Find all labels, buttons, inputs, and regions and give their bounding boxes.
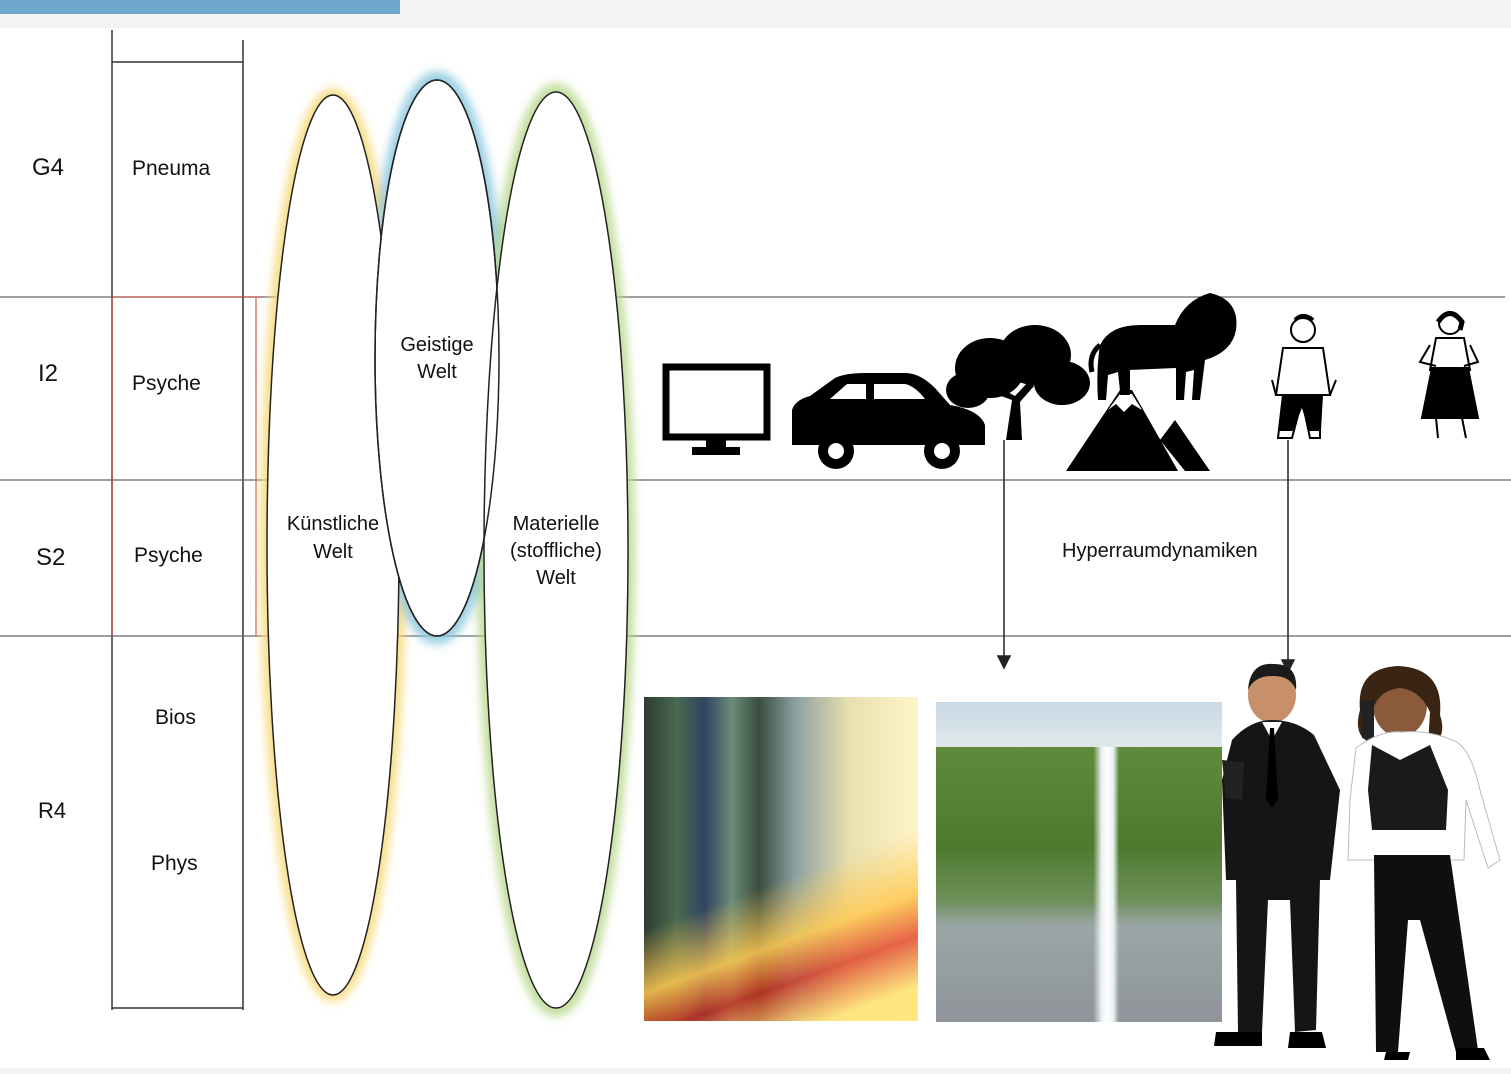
material-world-ellipse <box>483 91 629 1009</box>
mountain-icon <box>1066 365 1210 471</box>
business-people-illustration <box>1214 663 1501 1060</box>
material-world-line-3: Welt <box>536 567 576 589</box>
tree-icon <box>946 325 1090 440</box>
lion-icon <box>1088 293 1237 400</box>
artificial-world-label: Künstliche Welt <box>287 513 379 563</box>
woman-icon <box>1418 311 1480 439</box>
artificial-world-line-1: Künstliche <box>287 513 379 535</box>
material-world-line-1: Materielle <box>513 513 600 535</box>
layer-phys: Phys <box>151 852 198 875</box>
top-accent-bar <box>0 0 400 14</box>
artificial-world-line-2: Welt <box>313 541 353 563</box>
city-traffic-photo <box>644 697 918 1021</box>
red-dividers <box>111 296 262 636</box>
material-world-label: Materielle (stoffliche) Welt <box>510 513 602 589</box>
layer-pneuma: Pneuma <box>132 157 211 180</box>
man-icon <box>1271 314 1337 439</box>
layer-psyche-lower: Psyche <box>134 544 203 567</box>
level-s2: S2 <box>36 544 65 571</box>
layer-bios: Bios <box>155 706 196 729</box>
spiritual-world-ellipse <box>374 79 500 637</box>
spiritual-world-line-1: Geistige <box>400 334 473 356</box>
connector-arrows <box>996 440 1296 674</box>
bottom-strip <box>0 1068 1511 1074</box>
material-world-line-2: (stoffliche) <box>510 540 602 562</box>
layer-psyche-upper: Psyche <box>132 372 201 395</box>
spiritual-world-label: Geistige Welt <box>400 334 473 383</box>
spiritual-world-line-2: Welt <box>417 361 457 383</box>
level-r4: R4 <box>38 798 66 823</box>
hyperspace-label: Hyperraumdynamiken <box>1062 540 1258 562</box>
level-g4: G4 <box>32 154 64 181</box>
spiritual-world-outline <box>374 79 500 637</box>
waterfall-landscape-photo <box>936 702 1222 1022</box>
level-i2: I2 <box>38 360 58 387</box>
monitor-icon <box>662 363 771 455</box>
car-icon <box>792 373 985 469</box>
